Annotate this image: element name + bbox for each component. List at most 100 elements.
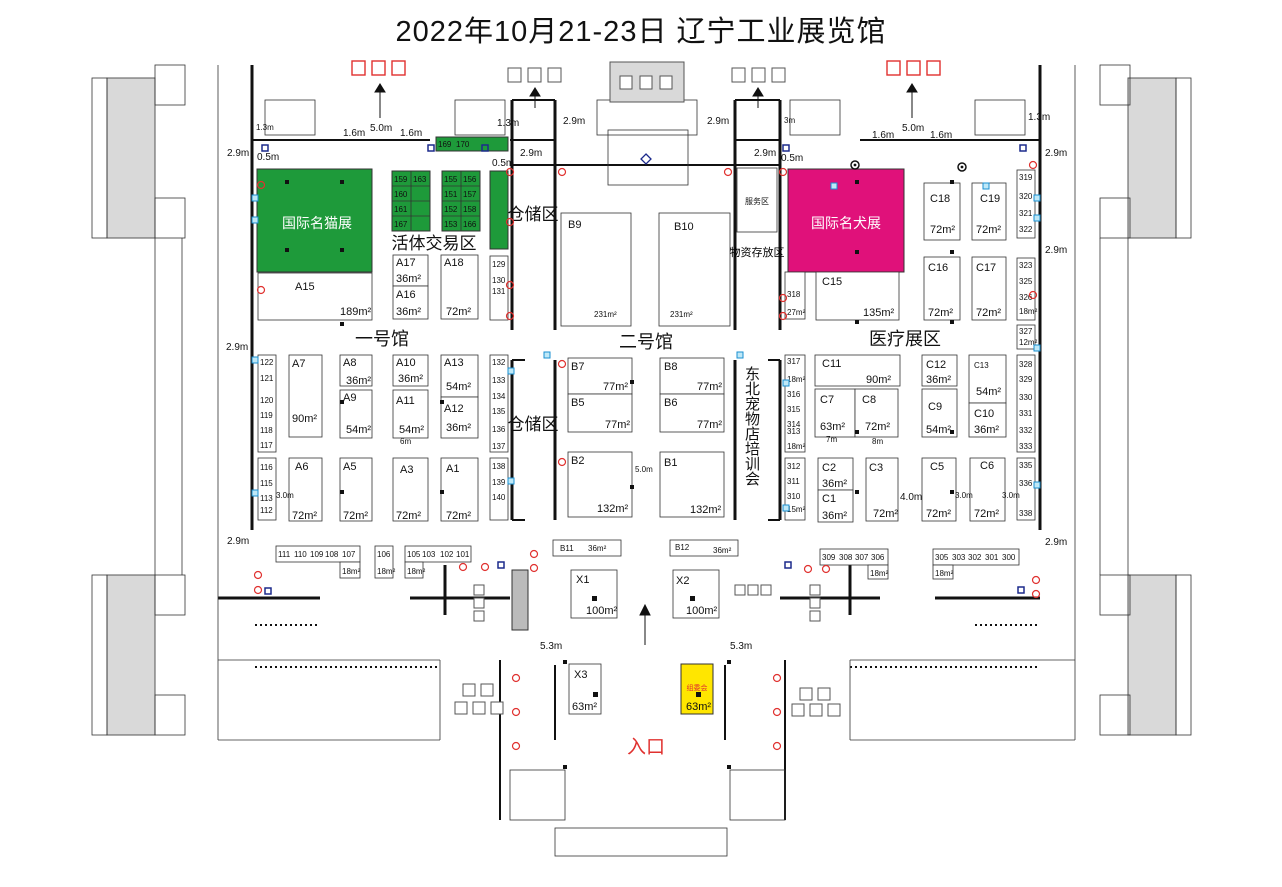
c-booths: C18 72m² C19 72m² C16 72m² C17 72m² C15 …: [814, 182, 1007, 523]
svg-text:130: 130: [492, 276, 506, 285]
svg-text:108: 108: [325, 550, 339, 559]
svg-text:B6: B6: [664, 397, 677, 409]
svg-text:54m²: 54m²: [346, 424, 371, 436]
svg-text:12m²: 12m²: [1019, 338, 1038, 347]
svg-text:306: 306: [871, 553, 885, 562]
svg-text:72m²: 72m²: [930, 224, 955, 236]
svg-text:18m²: 18m²: [407, 567, 426, 576]
svg-text:5.3m: 5.3m: [540, 641, 562, 652]
svg-text:C8: C8: [862, 394, 876, 406]
b-booths: B9 231m² B10 231m² B7 77m² B8 77m² B5 77…: [552, 212, 739, 557]
page-title: 2022年10月21-23日 辽宁工业展览馆: [395, 16, 887, 48]
svg-text:2.9m: 2.9m: [227, 536, 249, 547]
committee-label: 组委会: [687, 683, 708, 692]
svg-text:72m²: 72m²: [974, 508, 999, 520]
hydrant-markers: [251, 182, 1041, 512]
svg-text:18m²: 18m²: [787, 442, 806, 451]
svg-text:7m: 7m: [826, 435, 837, 444]
svg-text:169: 169: [438, 140, 452, 149]
svg-text:B7: B7: [571, 361, 584, 373]
svg-text:C5: C5: [930, 461, 944, 473]
training-label-wrap: 东北宠物店培训会: [743, 366, 760, 486]
dog-show-area: [787, 168, 905, 273]
svg-text:A16: A16: [396, 289, 416, 301]
svg-text:0.5m: 0.5m: [492, 158, 514, 169]
svg-text:110: 110: [294, 550, 307, 559]
svg-text:122: 122: [260, 358, 274, 367]
svg-text:72m²: 72m²: [446, 510, 471, 522]
svg-text:36m²: 36m²: [396, 273, 421, 285]
live-trade-booths: 159 160 161 167 163 155 151 152 153 156 …: [391, 136, 509, 250]
svg-text:A10: A10: [396, 357, 416, 369]
svg-text:A18: A18: [444, 257, 464, 269]
svg-text:C10: C10: [974, 408, 994, 420]
svg-text:102: 102: [440, 550, 454, 559]
svg-text:2.9m: 2.9m: [1045, 537, 1067, 548]
svg-text:18m²: 18m²: [870, 569, 889, 578]
svg-text:167: 167: [394, 220, 408, 229]
svg-text:A6: A6: [295, 461, 308, 473]
svg-text:15m²: 15m²: [787, 505, 806, 514]
svg-text:2.9m: 2.9m: [563, 116, 585, 127]
left-small-booths: 122 121 120 119 118 117 116 115 113 112: [257, 354, 277, 521]
svg-text:231m²: 231m²: [594, 310, 617, 319]
c-small-booths: 318 27m² 317 18m² 316 315 314 313 18m² 3…: [784, 271, 806, 521]
svg-text:36m²: 36m²: [396, 306, 421, 318]
svg-text:314: 314: [787, 420, 801, 429]
pillars: [285, 180, 954, 769]
svg-text:3.0m: 3.0m: [276, 491, 294, 500]
svg-text:A7: A7: [292, 358, 305, 370]
svg-text:B1: B1: [664, 457, 677, 469]
svg-text:308: 308: [839, 553, 853, 562]
svg-text:B12: B12: [675, 543, 690, 552]
svg-text:5.0m: 5.0m: [635, 465, 653, 474]
hall2-label: 二号馆: [619, 332, 673, 352]
hall1-label: 一号馆: [355, 329, 409, 349]
svg-text:109: 109: [310, 550, 324, 559]
svg-text:A15: A15: [295, 281, 315, 293]
svg-text:36m²: 36m²: [398, 373, 423, 385]
svg-text:72m²: 72m²: [865, 421, 890, 433]
svg-text:C3: C3: [869, 462, 883, 474]
svg-text:77m²: 77m²: [603, 381, 628, 393]
svg-text:A3: A3: [400, 464, 413, 476]
svg-text:161: 161: [394, 205, 408, 214]
svg-text:6m: 6m: [400, 437, 411, 446]
dimension-labels: 2.9m 0.5m 1.3m 1.6m 5.0m 1.6m 1.3m 0.5m …: [226, 112, 1067, 652]
svg-text:309: 309: [822, 553, 836, 562]
svg-text:135m²: 135m²: [863, 307, 895, 319]
svg-text:5.0m: 5.0m: [370, 123, 392, 134]
svg-text:189m²: 189m²: [340, 306, 372, 318]
svg-text:X1: X1: [576, 574, 589, 586]
svg-text:158: 158: [463, 205, 477, 214]
svg-text:333: 333: [1019, 442, 1033, 451]
svg-text:8m: 8m: [872, 437, 883, 446]
office-label: 服务区: [745, 196, 769, 206]
svg-text:155: 155: [444, 175, 458, 184]
svg-text:A13: A13: [444, 357, 464, 369]
svg-text:135: 135: [492, 407, 506, 416]
svg-text:C16: C16: [928, 262, 948, 274]
svg-text:54m²: 54m²: [446, 381, 471, 393]
svg-text:329: 329: [1019, 375, 1033, 384]
svg-text:331: 331: [1019, 409, 1033, 418]
svg-text:0.5m: 0.5m: [781, 153, 803, 164]
committee-booth: [680, 663, 714, 715]
svg-text:315: 315: [787, 405, 801, 414]
svg-text:X2: X2: [676, 575, 689, 587]
svg-text:B8: B8: [664, 361, 677, 373]
svg-text:C19: C19: [980, 193, 1000, 205]
svg-text:2.9m: 2.9m: [1045, 245, 1067, 256]
svg-text:111: 111: [278, 550, 291, 559]
svg-text:338: 338: [1019, 509, 1033, 518]
svg-text:A1: A1: [446, 463, 459, 475]
svg-text:152: 152: [444, 205, 458, 214]
materials-label: 物资存放区: [730, 245, 785, 259]
svg-text:72m²: 72m²: [343, 510, 368, 522]
svg-text:18m²: 18m²: [935, 569, 954, 578]
svg-text:C13: C13: [974, 361, 989, 370]
svg-text:36m²: 36m²: [822, 510, 847, 522]
svg-text:1.3m: 1.3m: [256, 123, 274, 132]
svg-text:336: 336: [1019, 479, 1033, 488]
svg-text:159: 159: [394, 175, 408, 184]
